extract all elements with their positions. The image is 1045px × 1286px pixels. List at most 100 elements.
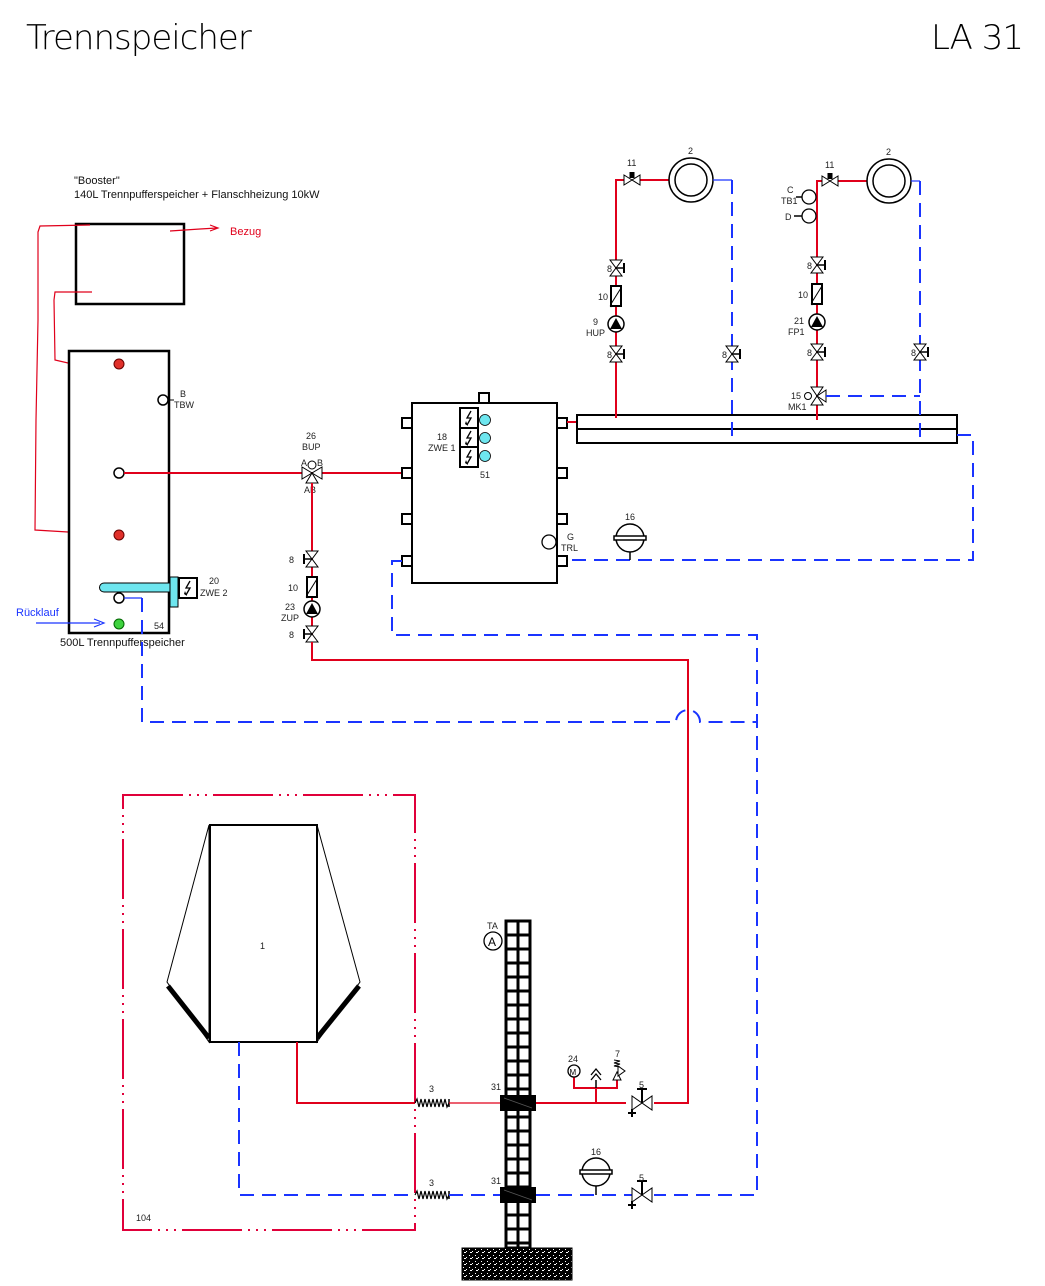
hydro-tower: 18 ZWE 1 51 G TRL — [401, 392, 578, 584]
check-valve-label: 10 — [798, 290, 808, 300]
heater-zwe1-icon — [459, 446, 479, 468]
air-vent-icon — [590, 1067, 602, 1088]
page-title: Trennspeicher — [26, 18, 252, 58]
valve-8-label: 8 — [289, 555, 294, 565]
pump-zup-name: ZUP — [281, 613, 299, 623]
pump-fp1-number: 21 — [794, 316, 804, 326]
hydro-tower-body[interactable] — [411, 402, 558, 584]
heatpump-return-line — [391, 560, 758, 1196]
wall-duct-number: 31 — [491, 1082, 501, 1092]
outdoor-frame — [122, 794, 416, 1231]
tank-port-return-icon — [113, 592, 125, 604]
booster-name: "Booster" — [74, 175, 120, 187]
shutoff-valve-icon[interactable] — [725, 345, 741, 363]
sensor-d-id: D — [785, 212, 792, 222]
pump-hup-icon[interactable] — [607, 315, 625, 333]
bup-name: BUP — [302, 442, 321, 452]
ruecklauf-arrow-icon — [93, 618, 106, 628]
heater-zwe1-number: 18 — [437, 432, 447, 442]
manometer: M — [567, 1064, 581, 1078]
booster-supply-line — [34, 224, 119, 536]
bup-port-b: B — [317, 458, 323, 468]
vent-valve-number: 11 — [825, 160, 834, 170]
bezug-line — [169, 227, 218, 232]
fill-valve-icon[interactable] — [627, 1088, 653, 1118]
safety-valve-icon — [612, 1059, 626, 1081]
shutoff-valve-icon[interactable] — [810, 256, 826, 274]
shutoff-valve-icon[interactable] — [303, 550, 319, 568]
booster-group: "Booster" 140L Trennpufferspeicher + Fla… — [74, 175, 320, 306]
buffer-tank-group: B TBW 20 ZWE 2 54 500L Trennpufferspeich… — [16, 349, 228, 649]
bezug-arrow-icon — [209, 224, 220, 232]
outdoor-sensor-id: TA — [487, 921, 498, 931]
manometer-number: 24 — [568, 1054, 578, 1064]
immersion-heater-rod — [99, 582, 171, 593]
wall-duct-number: 31 — [491, 1176, 501, 1186]
shutoff-valve-icon[interactable] — [303, 625, 319, 643]
vent-valve-icon[interactable] — [623, 171, 641, 186]
heating-circuit-1: 11 2 8 10 9 HUP 8 8 — [586, 146, 741, 437]
foundation — [461, 1247, 573, 1281]
heat-pump-unit[interactable]: 1 — [166, 824, 361, 1044]
flex-hose-number: 3 — [429, 1084, 434, 1094]
radiator-number: 2 — [688, 146, 693, 156]
safety-valve-number: 7 — [615, 1049, 620, 1059]
valve-8-label: 8 — [722, 350, 727, 360]
pump-zup-icon[interactable] — [303, 600, 321, 618]
frame-number: 104 — [136, 1213, 151, 1223]
check-valve-label: 10 — [598, 292, 608, 302]
expansion-vessel-number: 16 — [625, 512, 635, 522]
check-valve-label: 10 — [288, 583, 298, 593]
ruecklauf-label: Rücklauf — [16, 607, 60, 619]
heatpump-inlet-line — [238, 1042, 415, 1196]
heat-pump-number: 1 — [260, 941, 265, 951]
tank-port-inlet-icon — [113, 618, 125, 630]
tank-port-middle-icon — [113, 467, 125, 479]
shutoff-valve-icon[interactable] — [609, 345, 625, 363]
sensor-c-id: C — [787, 185, 794, 195]
mixer-number: 15 — [791, 391, 801, 401]
radiator-number: 2 — [886, 147, 891, 157]
pump-fp1-icon[interactable] — [808, 313, 826, 331]
check-valve-icon — [304, 576, 318, 600]
booster-tank[interactable] — [74, 222, 186, 306]
tank-port-top-icon — [113, 358, 125, 370]
heater-zwe2-number: 20 — [209, 576, 219, 586]
buffer-return-line — [141, 598, 757, 723]
buffer-tank-number: 54 — [154, 621, 164, 631]
pump-fp1-name: FP1 — [788, 327, 805, 337]
expansion-vessel-icon — [579, 1157, 613, 1187]
heater-zwe1-name: ZWE 1 — [428, 443, 456, 453]
flex-hose-icon — [414, 1098, 450, 1108]
heater-zwe1-icon — [459, 407, 479, 429]
sensor-tbw-icon — [157, 394, 169, 406]
flex-hose-number: 3 — [429, 1178, 434, 1188]
heater-zwe1-icon — [459, 427, 479, 449]
vent-valve-icon[interactable] — [821, 172, 839, 187]
bezug-label: Bezug — [230, 226, 261, 238]
heater-zwe2-icon — [178, 577, 198, 599]
diverter-valve-bup[interactable]: 26 BUP A B AB — [301, 431, 323, 495]
valve-8-label: 8 — [607, 264, 612, 274]
booster-description: 140L Trennpufferspeicher + Flanschheizun… — [74, 189, 320, 201]
shutoff-valve-icon[interactable] — [810, 343, 826, 361]
heater-zwe2-name: ZWE 2 — [200, 588, 228, 598]
pump-hup-name: HUP — [586, 328, 605, 338]
mixer-mk1[interactable] — [804, 386, 827, 406]
shutoff-valve-icon[interactable] — [609, 259, 625, 277]
sensor-tb1-icon — [801, 189, 817, 205]
shutoff-valve-icon[interactable] — [913, 343, 929, 361]
valve-8-label: 8 — [607, 350, 612, 360]
bup-port-ab: AB — [304, 485, 316, 495]
sensor-trl-icon — [541, 534, 557, 550]
expansion-vessel-number: 16 — [591, 1147, 601, 1157]
sensor-tbw-id: B — [180, 389, 186, 399]
radiator-icon — [866, 158, 912, 204]
svg-text:M: M — [570, 1068, 577, 1077]
buffer-tank-label: 500L Trennpufferspeicher — [60, 637, 185, 649]
fill-valve-icon[interactable] — [627, 1180, 653, 1210]
valve-8-label: 8 — [911, 348, 916, 358]
bup-number: 26 — [306, 431, 316, 441]
heating-circuit-2: 11 2 C TB1 D 8 10 21 FP1 8 8 15 MK1 — [781, 147, 929, 437]
